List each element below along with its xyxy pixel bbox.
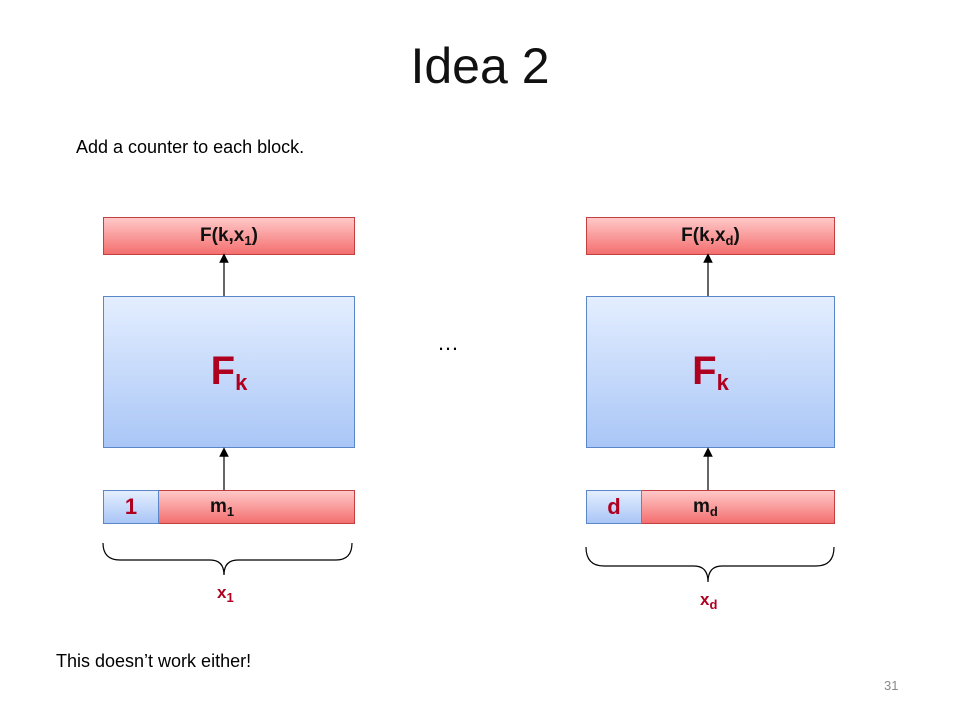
slide-title: Idea 2: [410, 38, 550, 94]
slide-number: 31: [884, 678, 899, 693]
message-label-2: md: [693, 496, 718, 519]
prf-label-2: Fk: [692, 348, 729, 395]
counter-box-2: d: [586, 490, 642, 524]
intro-text: Add a counter to each block.: [76, 137, 305, 157]
output-label-2: F(k,xd): [681, 224, 740, 248]
brace-1: [102, 542, 353, 576]
conclusion-text: This doesn’t work either!: [56, 651, 252, 671]
prf-box-1: Fk: [103, 296, 355, 448]
output-label-1: F(k,x1): [200, 224, 258, 248]
prf-box-2: Fk: [586, 296, 835, 448]
ellipsis: …: [437, 330, 463, 355]
input-label-1: x1: [217, 583, 234, 605]
message-label-1: m1: [210, 496, 235, 519]
prf-label-1: Fk: [210, 348, 248, 395]
counter-box-1: 1: [103, 490, 159, 524]
output-box-1: F(k,x1): [103, 217, 355, 255]
input-label-2: xd: [700, 590, 718, 612]
brace-2: [585, 546, 835, 583]
